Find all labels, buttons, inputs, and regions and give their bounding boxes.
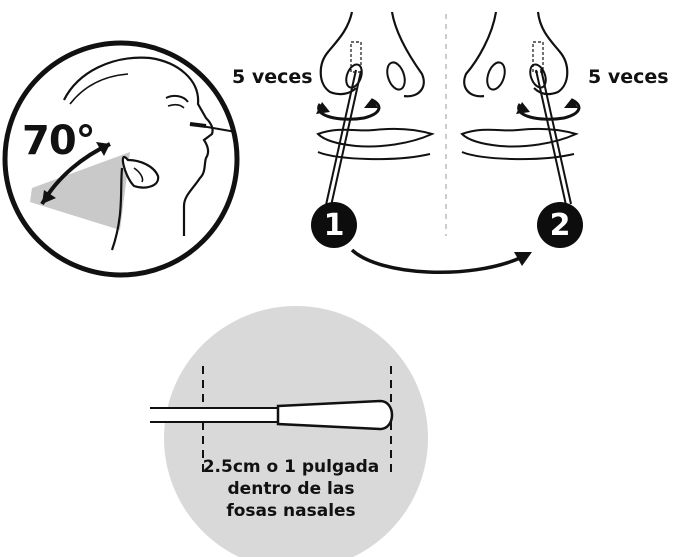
head-profile-icon <box>2 40 240 278</box>
nose-swab-right-icon <box>460 11 581 206</box>
step-1-badge: 1 <box>311 202 357 248</box>
swab-depth-icon <box>150 306 428 557</box>
caption-line-3: fosas nasales <box>226 501 356 521</box>
step-arrow-icon <box>350 248 532 275</box>
depth-caption: 2.5cm o 1 pulgada dentro de las fosas na… <box>186 456 396 522</box>
nose-swab-left-icon <box>316 11 435 207</box>
times-left-label: 5 veces <box>232 66 313 88</box>
step-2-badge: 2 <box>537 202 583 248</box>
caption-line-2: dentro de las <box>227 479 355 499</box>
times-right-label: 5 veces <box>588 66 669 88</box>
angle-label: 70° <box>22 118 96 164</box>
caption-line-1: 2.5cm o 1 pulgada <box>202 457 380 477</box>
